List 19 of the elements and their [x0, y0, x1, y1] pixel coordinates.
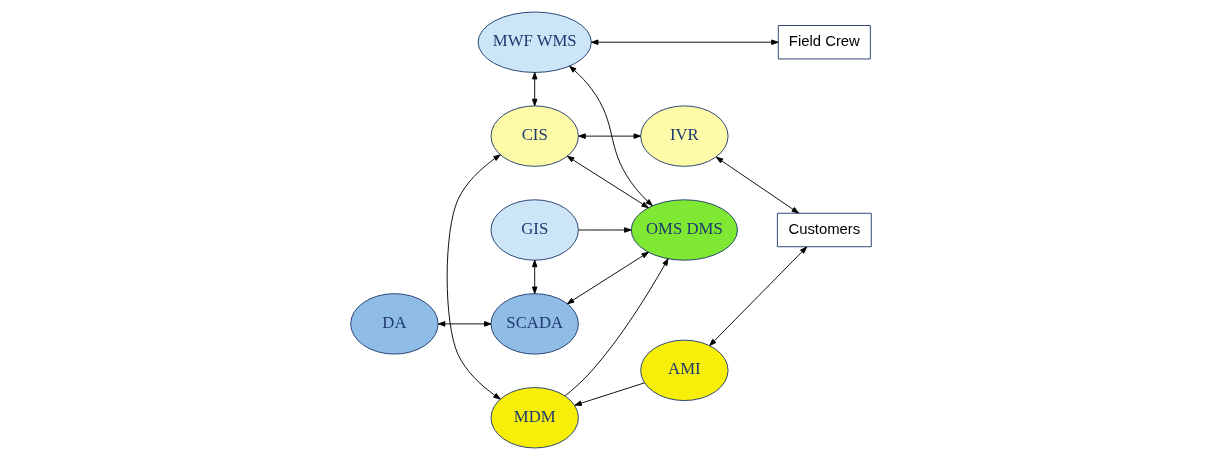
arrow: [578, 227, 632, 233]
arrow: [591, 39, 779, 45]
arrow: [715, 156, 799, 214]
arrow: [566, 155, 649, 209]
arrow: [564, 258, 669, 397]
arrow: [569, 65, 653, 207]
node-ellipse: SCADA: [490, 293, 579, 355]
arrow: [709, 246, 808, 347]
arrow: [437, 321, 492, 327]
arrow: [566, 251, 649, 305]
arrow: [578, 133, 641, 139]
arrow: [531, 72, 538, 107]
node-box: Field Crew: [777, 25, 871, 60]
node-ellipse: GIS: [490, 199, 579, 261]
node-ellipse: DA: [350, 293, 439, 355]
arrow: [574, 382, 646, 406]
arrow: [531, 259, 538, 294]
node-box: Customers: [776, 212, 872, 248]
arrow: [446, 154, 501, 400]
